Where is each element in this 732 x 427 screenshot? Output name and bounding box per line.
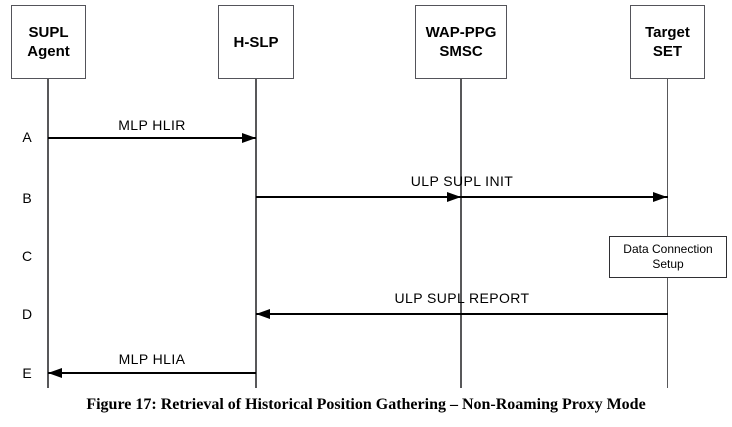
message-label-ulp-supl-init: ULP SUPL INIT	[410, 173, 514, 189]
step-label-c: C	[21, 248, 33, 264]
message-label-mlp-hlia: MLP HLIA	[118, 351, 186, 367]
note-label-line: Setup	[652, 257, 684, 271]
arrow-line-ulp-supl-init	[256, 196, 668, 198]
message-label-mlp-hlir: MLP HLIR	[118, 117, 186, 133]
step-label-e: E	[22, 365, 32, 381]
arrowhead-right	[653, 192, 667, 202]
arrowhead-right	[447, 192, 461, 202]
arrow-line-mlp-hlir	[48, 137, 256, 139]
lifeline-h-slp	[255, 79, 257, 388]
actor-box-target-set: Target SET	[630, 5, 705, 79]
message-label-ulp-supl-report: ULP SUPL REPORT	[394, 290, 530, 306]
actor-box-supl-agent: SUPL Agent	[11, 5, 86, 79]
step-label-a: A	[22, 129, 32, 145]
step-label-d: D	[21, 306, 33, 322]
arrowhead-left	[256, 309, 270, 319]
actor-label-line: H-SLP	[233, 33, 279, 51]
actor-box-wap-ppg-smsc: WAP-PPG SMSC	[415, 5, 507, 79]
lifeline-supl-agent	[47, 79, 49, 388]
actor-label-line: WAP-PPG	[425, 24, 497, 41]
actor-label-line: SMSC	[439, 43, 483, 60]
arrowhead-right	[242, 133, 256, 143]
note-box-data-connection-setup: Data Connection Setup	[609, 236, 727, 278]
actor-label-line: Target	[645, 24, 690, 41]
arrowhead-left	[48, 368, 62, 378]
lifeline-target-set	[666, 79, 668, 388]
arrow-line-mlp-hlia	[48, 372, 256, 374]
actor-label-line: Agent	[27, 43, 70, 60]
note-label-line: Data Connection	[623, 242, 713, 256]
actor-label-line: SUPL	[28, 24, 69, 41]
lifeline-wap-ppg-smsc	[460, 79, 462, 388]
arrow-line-ulp-supl-report	[256, 313, 668, 315]
figure-caption: Figure 17: Retrieval of Historical Posit…	[86, 396, 646, 413]
actor-label-line: SET	[652, 43, 683, 60]
step-label-b: B	[22, 190, 32, 206]
actor-box-h-slp: H-SLP	[218, 5, 294, 79]
